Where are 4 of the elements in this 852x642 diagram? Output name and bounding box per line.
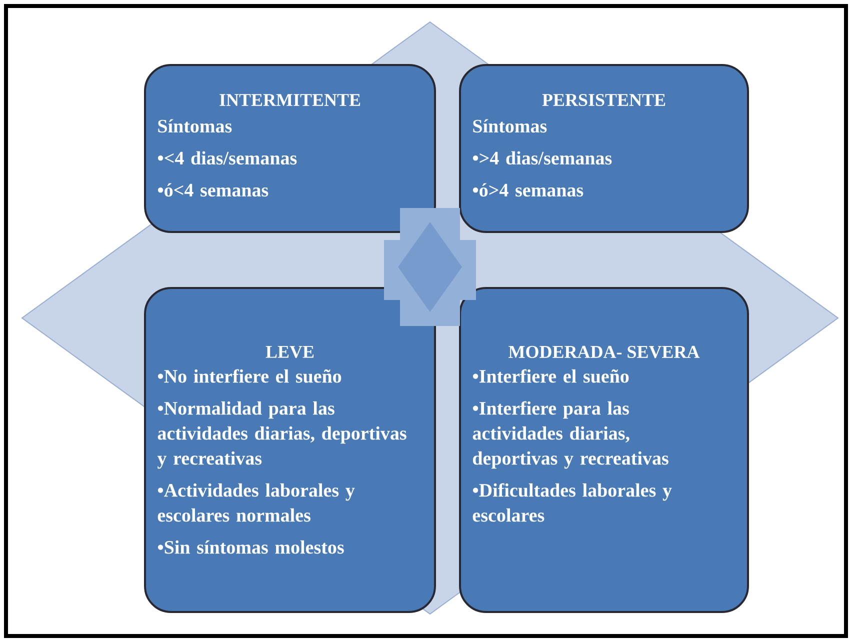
category-box: LEVE •No interfiere el sueño •Normalidad para las actividades diarias, deportivas y recreativas •Actividades laborales y escolares normales •Sin síntomas molestos xyxy=(144,287,436,613)
category-box: INTERMITENTE Síntomas •<4 dias/semanas •ó<4 semanas xyxy=(144,64,436,233)
category-box: PERSISTENTE Síntomas •>4 dias/semanas •ó>4 semanas xyxy=(459,64,749,233)
category-box: MODERADA- SEVERA •Interfiere el sueño •Interfiere para las actividades diarias, deportivas y recreativas •Dificultades laborales y escolares xyxy=(459,287,749,613)
